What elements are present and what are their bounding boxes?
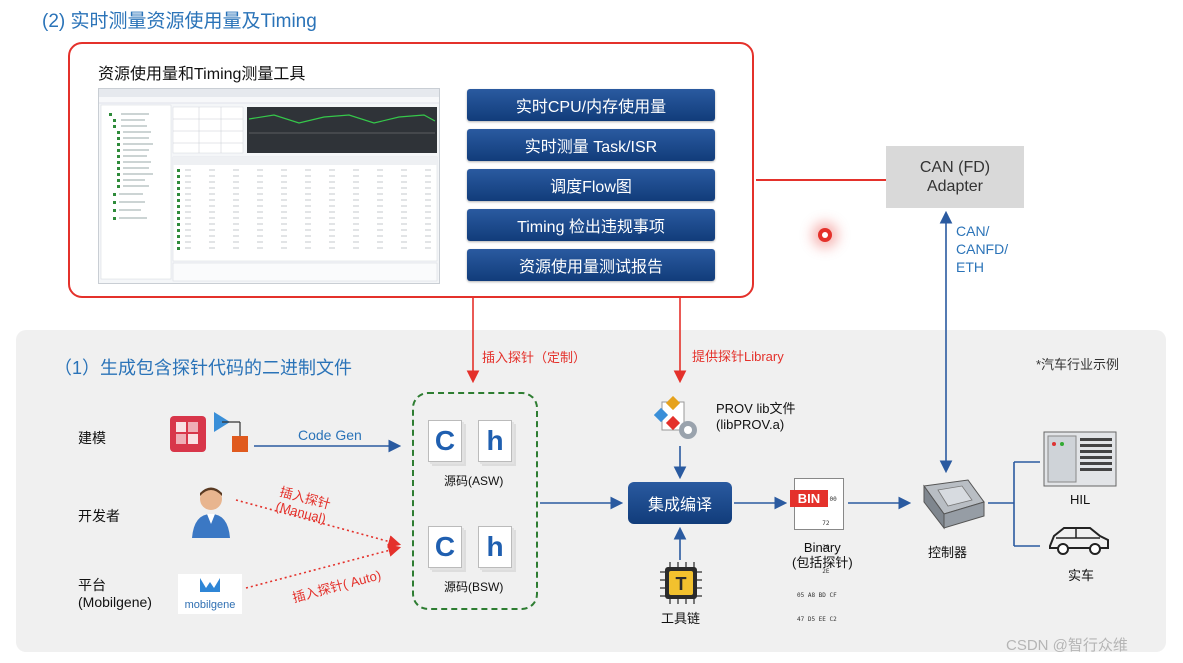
binary-hex-line: 47 D5 EE C2 [797,616,837,623]
binary-hex-line: 2E [797,568,830,575]
bus-label-line2: CANFD/ [956,241,1009,257]
adapter-line1: CAN (FD) [919,159,991,176]
controller-ecu-icon [923,479,985,530]
binary-line2: (包括探针) [792,555,853,570]
tool-panel-title: 资源使用量和Timing测量工具 [98,66,306,83]
bin-tag: BIN [790,490,828,507]
timing-violation-button[interactable]: Timing 检出违规事项 [467,209,715,241]
mobilgene-logo-text: mobilgene [184,599,236,611]
page-title: (2) 实时测量资源使用量及Timing [42,11,317,32]
developer-avatar-icon [192,487,230,538]
real-car-label: 实车 [1068,568,1095,583]
toolchain-label: 工具链 [661,611,701,626]
code-gen-label: Code Gen [298,427,362,443]
modeling-icon [170,412,248,452]
prov-lib-line2: (libPROV.a) [716,417,785,432]
prov-lib-line1: PROV lib文件 [716,401,796,416]
asw-h-file-icon: h [478,420,512,462]
binary-hex-line: 72 [797,520,830,527]
provide-library-label: 提供探针Library [692,349,784,364]
adapter-line2: Adapter [926,178,984,195]
pointer-dot [818,228,832,242]
hil-rack-icon [1043,431,1117,487]
binary-line1: Binary [803,540,841,555]
prov-lib-label: PROV lib文件 (libPROV.a) [716,401,795,433]
integrated-compile-button[interactable]: 集成编译 [628,482,732,524]
mobilgene-logo: mobilgene [178,574,242,614]
watermark: CSDN @智行众维 [1006,637,1128,654]
developer-label: 开发者 [78,508,120,524]
platform-line1: 平台 [78,577,106,593]
resource-report-button[interactable]: 资源使用量测试报告 [467,249,715,281]
bsw-h-file-icon: h [478,526,512,568]
probe-custom-label: 插入探针（定制） [482,350,587,365]
realtime-task-isr-button[interactable]: 实时测量 Task/ISR [467,129,715,161]
library-file-icon [654,396,697,439]
tool-screenshot-drawing [99,89,439,282]
source-files-group [412,392,538,610]
section-title: （1）生成包含探针代码的二进制文件 [54,358,353,378]
binary-label: Binary (包括探针) [792,540,853,570]
platform-line2: (Mobilgene) [78,594,152,610]
schedule-flow-button[interactable]: 调度Flow图 [467,169,715,201]
controller-label: 控制器 [928,545,968,560]
asw-c-file-icon: C [428,420,462,462]
tool-screenshot-image [98,88,440,284]
bsw-c-file-icon: C [428,526,462,568]
can-fd-adapter: CAN (FD) Adapter [886,146,1024,208]
toolchain-chip-letter: T [676,574,687,594]
car-icon [1049,527,1109,555]
mobilgene-logo-mark [200,578,220,592]
industry-note: *汽车行业示例 [1036,357,1120,372]
bus-label-line1: CAN/ [956,223,990,239]
binary-hex-line: 20 [797,544,830,551]
hil-label: HIL [1070,492,1091,507]
asw-source-label: 源码(ASW) [444,474,504,488]
binary-hex-line: 05 A8 BD CF [797,592,837,599]
toolchain-chip-icon: T [660,562,702,604]
bus-label-line3: ETH [956,259,984,275]
modeling-label: 建模 [78,430,106,446]
platform-label: 平台 (Mobilgene) [78,577,152,611]
bus-label: CAN/ CANFD/ ETH [956,222,1008,276]
realtime-cpu-memory-button[interactable]: 实时CPU/内存使用量 [467,89,715,121]
bsw-source-label: 源码(BSW) [444,580,504,594]
